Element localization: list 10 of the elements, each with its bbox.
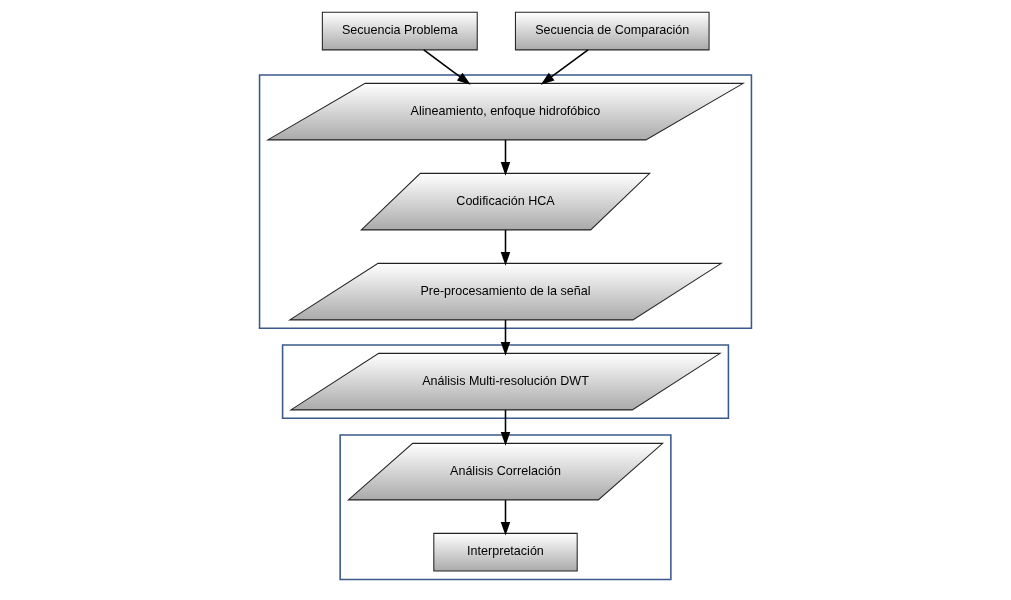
arrow: [500, 499, 511, 536]
arrow: [540, 49, 589, 85]
node-box: Interpretación: [433, 532, 578, 572]
arrow: [423, 49, 471, 85]
node-box: Secuencia de Comparación: [514, 11, 710, 51]
arrow: [500, 229, 511, 266]
arrow: [500, 139, 511, 176]
arrow: [500, 409, 511, 446]
node-box: Secuencia Problema: [321, 11, 478, 51]
arrow: [500, 319, 511, 356]
